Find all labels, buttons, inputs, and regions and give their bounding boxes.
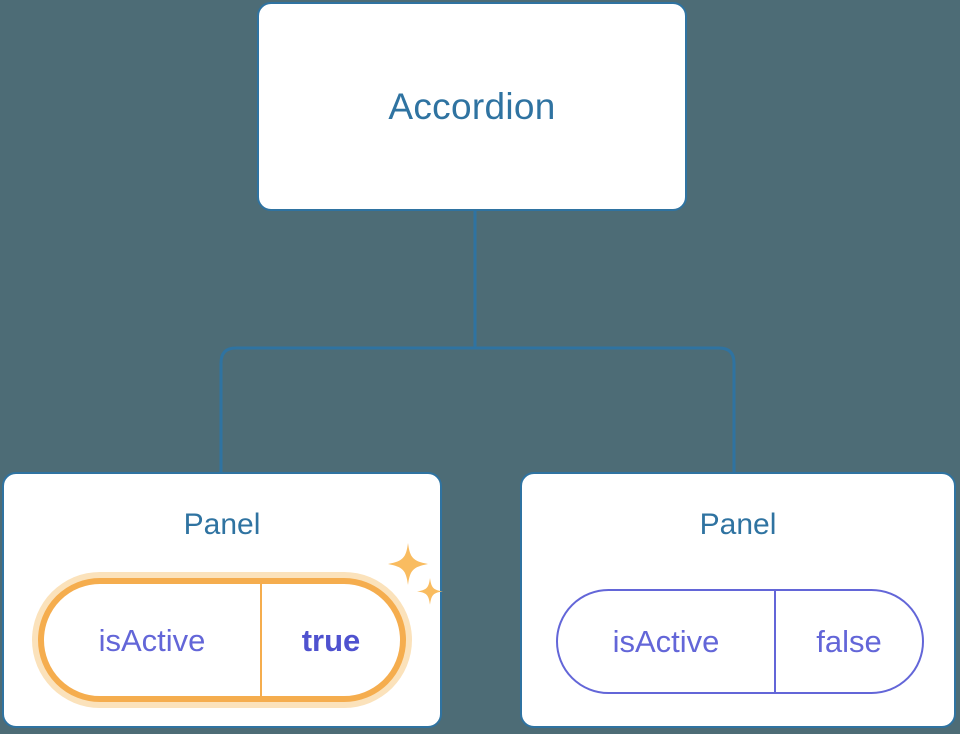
prop-pill-value: false: [816, 624, 882, 659]
prop-pill-isactive-true[interactable]: isActive true: [38, 578, 406, 702]
node-panel-right-title: Panel: [699, 508, 777, 541]
connector-branch-bus: [219, 346, 736, 472]
prop-pill-divider: [260, 584, 262, 696]
node-accordion[interactable]: Accordion: [257, 2, 687, 211]
node-panel-left-title: Panel: [183, 508, 261, 541]
prop-pill-body[interactable]: isActive false: [556, 589, 924, 694]
prop-pill-key: isActive: [612, 624, 720, 659]
prop-pill-body[interactable]: isActive true: [38, 578, 406, 702]
prop-pill-key: isActive: [98, 622, 206, 658]
prop-pill-value: true: [301, 622, 361, 658]
node-accordion-title: Accordion: [388, 86, 556, 127]
prop-pill-isactive-false[interactable]: isActive false: [556, 589, 924, 694]
prop-pill-divider: [774, 591, 776, 692]
